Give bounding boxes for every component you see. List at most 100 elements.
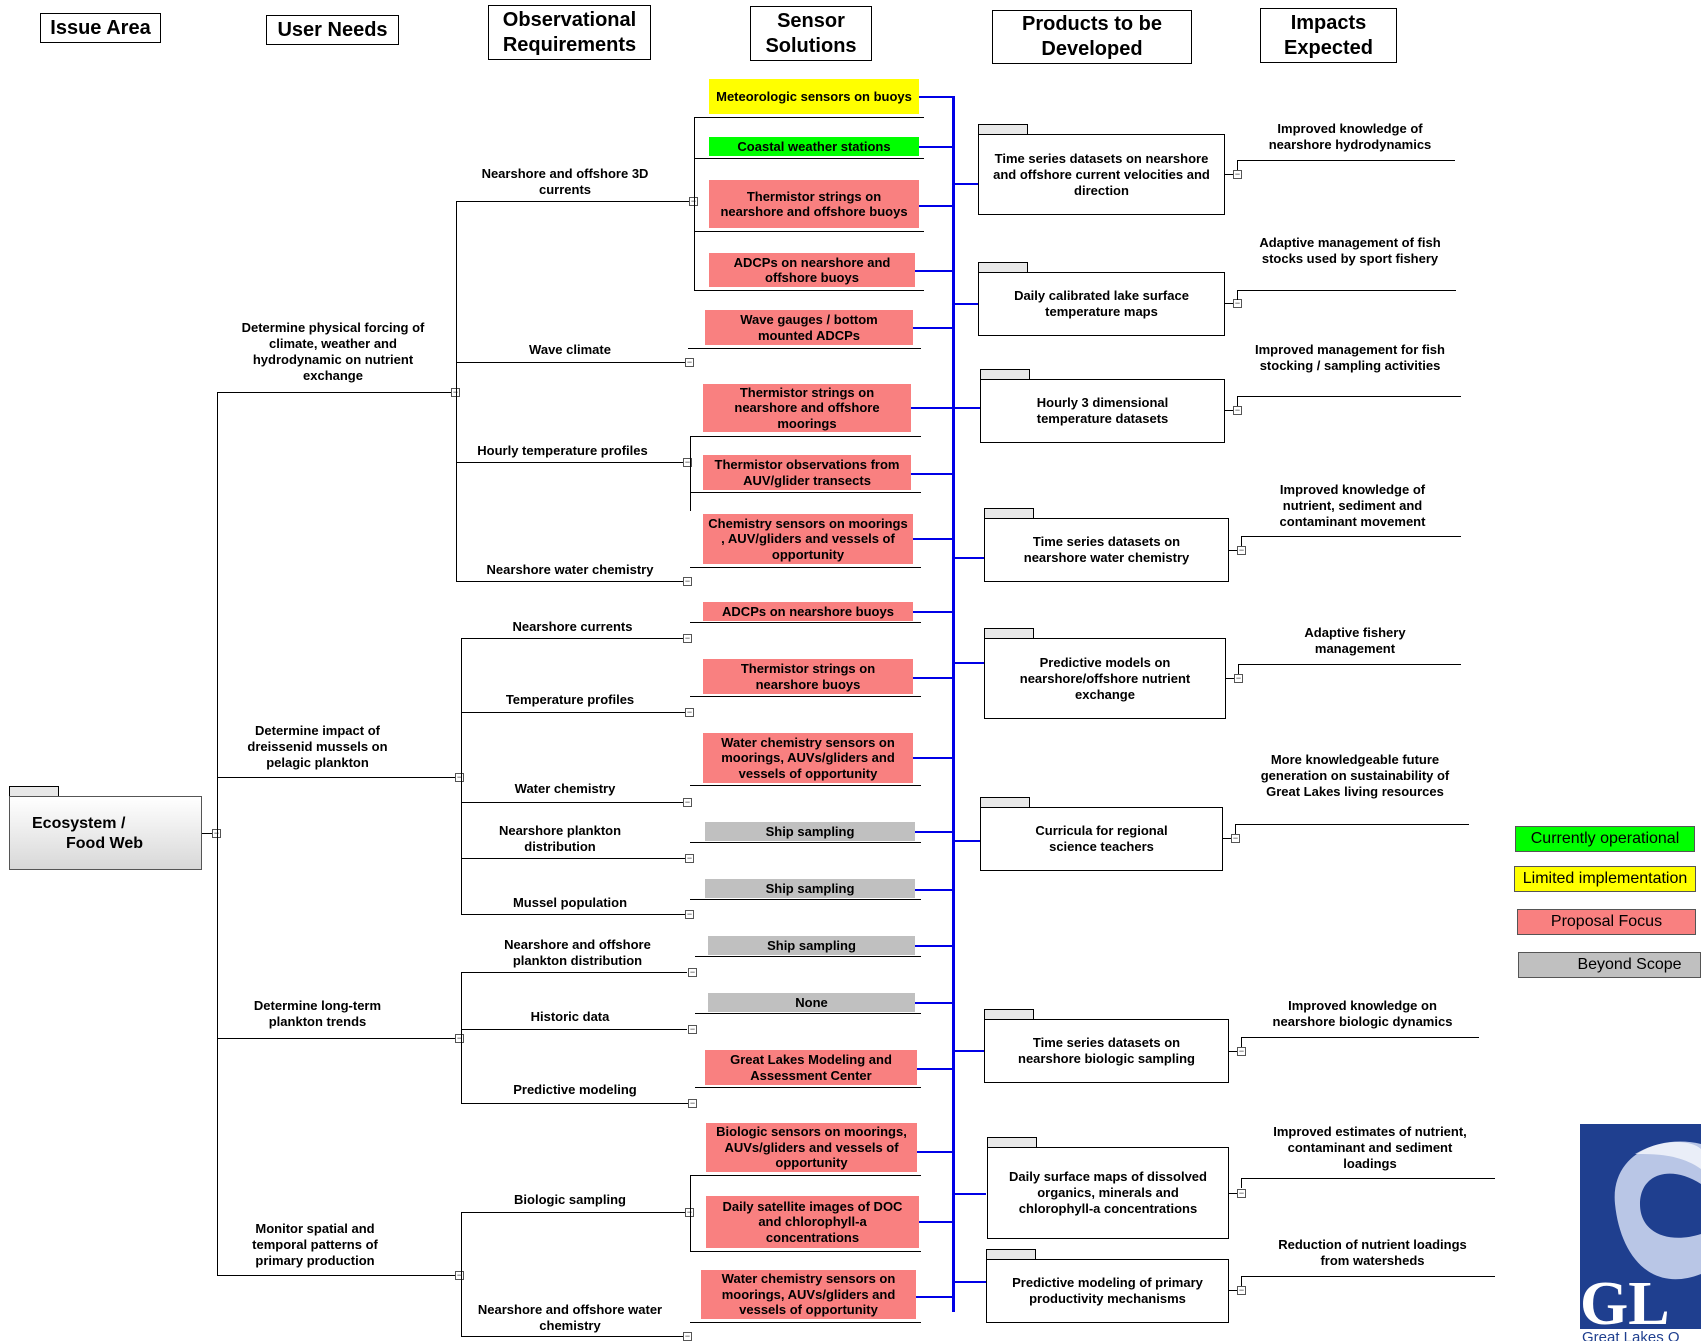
collapse-toggle[interactable]: − [1234,673,1243,683]
collapse-toggle[interactable]: − [683,457,692,467]
legend-currently-operational: Currently operational [1515,826,1695,852]
impact-label: Improved knowledge of nearshore hydrodyn… [1268,121,1432,152]
wave-icon [1614,1141,1701,1280]
collapse-toggle[interactable]: − [685,707,694,717]
sensor-box[interactable]: Water chemistry sensors on moorings, AUV… [701,1270,916,1319]
connector [1241,1178,1242,1188]
blue-connector [919,1221,954,1223]
observational-label: Nearshore and offshore plankton distribu… [504,937,651,968]
connector [694,117,924,118]
product-folder-tab [984,508,1034,518]
blue-connector [915,1002,954,1004]
blue-connector [954,303,978,305]
connector [690,1175,921,1176]
collapse-toggle[interactable]: − [455,1270,464,1280]
blue-connector [915,270,954,272]
sensor-box[interactable]: Great Lakes Modeling and Assessment Cent… [705,1050,917,1085]
collapse-toggle[interactable]: − [685,357,694,367]
sensor-box[interactable]: Chemistry sensors on moorings , AUV/glid… [703,514,913,564]
collapse-toggle[interactable]: − [1237,1188,1246,1198]
sensor-box[interactable]: Meteorologic sensors on buoys [709,79,919,114]
connector [1235,824,1469,825]
observational-label: Nearshore and offshore water chemistry [477,1302,663,1333]
connector [456,581,686,582]
product-box[interactable]: Hourly 3 dimensional temperature dataset… [980,379,1225,443]
sensor-box[interactable]: Thermistor strings on nearshore and offs… [703,384,911,432]
product-folder-tab [980,797,1030,807]
sensor-box[interactable]: Biologic sensors on moorings, AUVs/glide… [706,1123,917,1172]
collapse-toggle[interactable]: − [685,853,694,863]
sensor-box[interactable]: Thermistor observations from AUV/glider … [703,455,911,490]
connector [217,1275,458,1276]
blue-connector [954,840,980,842]
collapse-toggle[interactable]: − [683,797,692,807]
connector [1226,678,1234,679]
connector [456,201,457,582]
blue-connector [919,205,954,207]
product-box[interactable]: Predictive models on nearshore/offshore … [984,638,1226,719]
sensor-box[interactable]: Ship sampling [705,822,915,841]
sensor-box[interactable]: Ship sampling [705,879,915,898]
product-folder-tab [987,1137,1037,1147]
collapse-toggle[interactable]: − [689,197,698,206]
connector [461,802,687,803]
collapse-toggle[interactable]: − [1231,833,1240,843]
collapse-toggle[interactable]: − [455,772,464,782]
connector [1238,664,1239,674]
product-box[interactable]: Time series datasets on nearshore water … [984,518,1229,582]
sensor-box[interactable]: Water chemistry sensors on moorings, AUV… [703,733,913,783]
sensor-box[interactable]: Thermistor strings on nearshore and offs… [709,180,919,228]
sensor-box[interactable]: ADCPs on nearshore and offshore buoys [709,253,915,287]
collapse-toggle[interactable]: − [1237,545,1246,555]
sensor-box[interactable]: Thermistor strings on nearshore buoys [703,659,913,694]
observational-label: Water chemistry [514,781,616,796]
product-box[interactable]: Predictive modeling of primary productiv… [986,1259,1229,1323]
connector [690,622,921,623]
collapse-toggle[interactable]: − [212,829,221,838]
collapse-toggle[interactable]: − [683,1331,692,1341]
collapse-toggle[interactable]: − [455,1033,464,1043]
sensor-box[interactable]: ADCPs on nearshore buoys [703,602,913,621]
collapse-toggle[interactable]: − [685,1208,694,1217]
collapse-toggle[interactable]: − [1237,1285,1246,1295]
root-line-2: Food Web [66,835,144,852]
collapse-toggle[interactable]: − [1233,169,1242,179]
sensor-box[interactable]: Wave gauges / bottom mounted ADCPs [705,310,913,345]
collapse-toggle[interactable]: − [688,1024,697,1034]
observational-label: Nearshore currents [512,619,633,634]
collapse-toggle[interactable]: − [683,633,692,643]
collapse-toggle[interactable]: − [688,1098,697,1108]
connector [1237,396,1461,397]
connector [1241,1037,1479,1038]
connector [202,833,212,834]
product-box[interactable]: Daily surface maps of dissolved organics… [987,1147,1229,1239]
product-folder-tab [978,124,1028,134]
sensor-box[interactable]: None [708,993,915,1012]
collapse-toggle[interactable]: − [688,967,697,977]
connector [690,436,691,511]
observational-label: Mussel population [512,895,628,910]
product-box[interactable]: Daily calibrated lake surface temperatur… [978,272,1225,336]
sensor-box[interactable]: Daily satellite images of DOC and chloro… [706,1196,919,1248]
connector [1229,1193,1237,1194]
collapse-toggle[interactable]: − [683,576,692,586]
observational-label: Nearshore water chemistry [486,562,654,577]
collapse-toggle[interactable]: − [1233,405,1242,415]
connector [461,1212,689,1213]
product-box[interactable]: Curricula for regional science teachers [980,807,1223,871]
blue-connector-spine [952,96,955,1312]
collapse-toggle[interactable]: − [1237,1046,1246,1056]
collapse-toggle[interactable]: − [685,909,694,919]
collapse-toggle[interactable]: − [1233,298,1242,308]
root-node-ecosystem[interactable]: Ecosystem / Food Web [9,796,202,870]
product-box[interactable]: Time series datasets on nearshore and of… [978,134,1225,215]
product-box[interactable]: Time series datasets on nearshore biolog… [984,1019,1229,1083]
connector [456,201,691,202]
connector [695,1013,921,1014]
blue-connector [919,146,954,148]
sensor-box[interactable]: Ship sampling [708,936,915,955]
observational-label: Temperature profiles [505,692,635,707]
sensor-box[interactable]: Coastal weather stations [709,137,919,156]
collapse-toggle[interactable]: − [451,388,460,397]
blue-connector [916,1296,954,1298]
